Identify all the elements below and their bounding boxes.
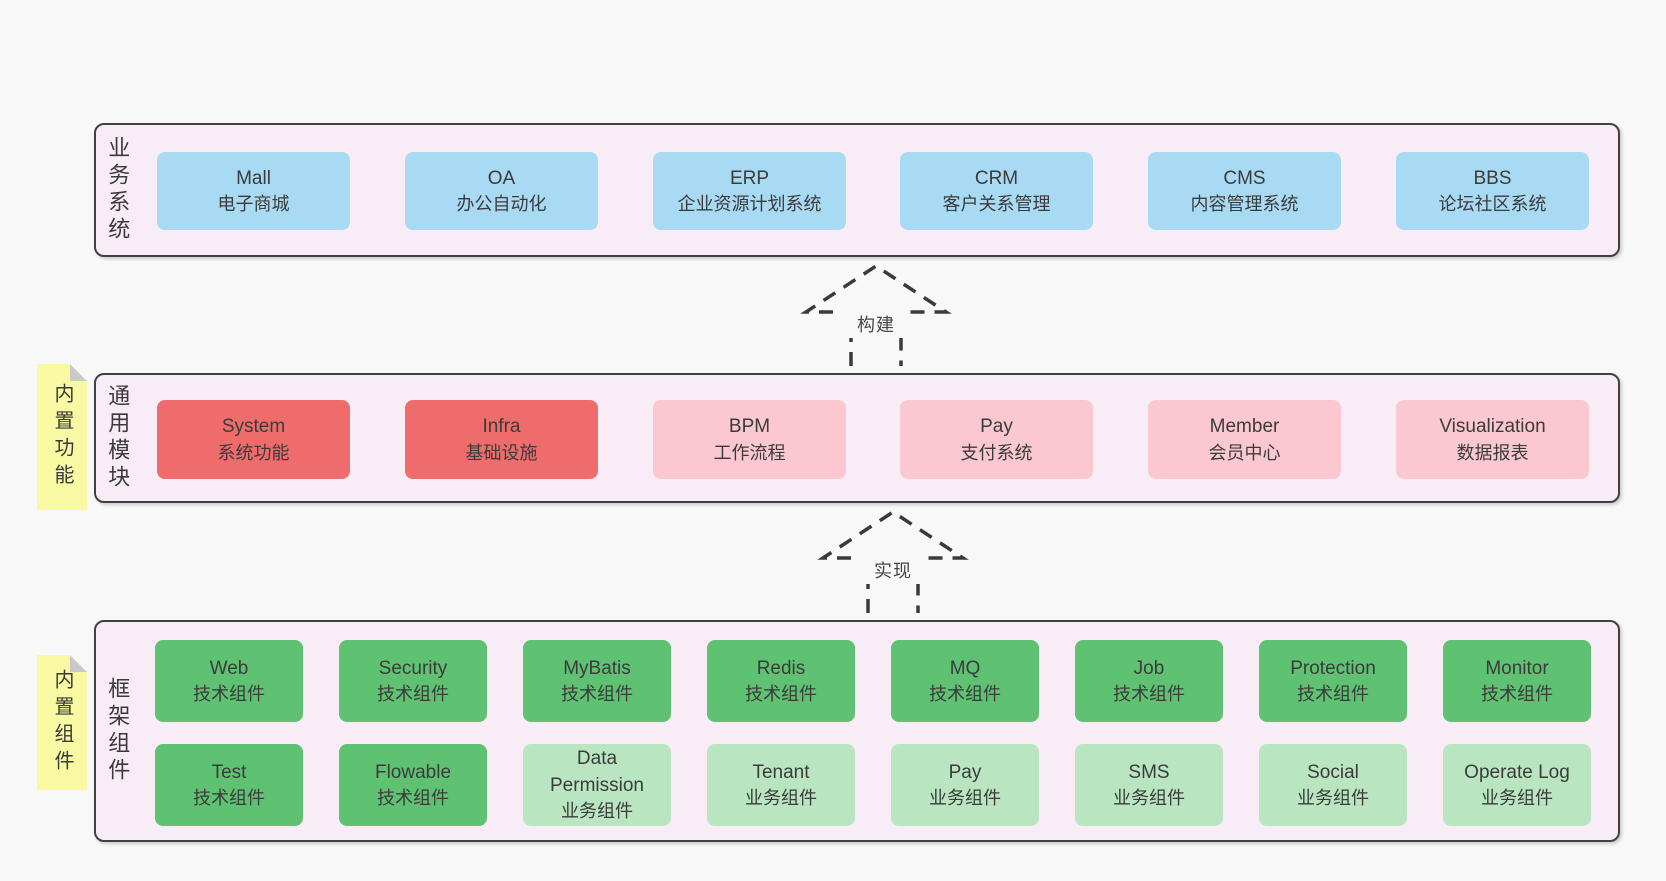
node-title: Web — [209, 657, 249, 679]
node-pay-system: Pay 支付系统 — [900, 400, 1093, 479]
node-title: Redis — [756, 657, 806, 679]
node-title: Pay — [980, 416, 1013, 438]
node-crm: CRM 客户关系管理 — [900, 152, 1093, 230]
node-monitor: Monitor 技术组件 — [1443, 640, 1591, 722]
node-title: ERP — [729, 167, 770, 189]
node-title: Monitor — [1485, 657, 1549, 679]
node-redis: Redis 技术组件 — [707, 640, 855, 722]
node-title: BPM — [728, 416, 771, 438]
node-oa: OA 办公自动化 — [405, 152, 598, 230]
band-business-systems: 业务系统 Mall 电子商城 OA 办公自动化 ERP 企业资源计划系统 CRM… — [94, 123, 1620, 257]
arrow-label-build: 构建 — [842, 310, 910, 338]
node-subtitle: 技术组件 — [745, 684, 817, 705]
band-label-common-modules: 通用模块 — [105, 384, 131, 492]
node-subtitle: 电子商城 — [217, 194, 290, 215]
band-label-framework-components: 框架组件 — [105, 677, 131, 785]
node-title: CRM — [974, 167, 1019, 189]
band-label-business-systems: 业务系统 — [105, 136, 131, 244]
node-subtitle: 技术组件 — [1297, 684, 1369, 705]
node-subtitle: 技术组件 — [193, 788, 265, 809]
node-subtitle: 业务组件 — [1297, 788, 1369, 809]
node-title: Tenant — [752, 761, 810, 783]
node-subtitle: 办公自动化 — [456, 194, 547, 215]
node-subtitle: 业务组件 — [561, 801, 633, 822]
node-title: System — [221, 416, 286, 438]
node-title: Visualization — [1439, 416, 1546, 438]
node-title: Protection — [1290, 657, 1376, 679]
node-subtitle: 系统功能 — [217, 442, 290, 463]
node-protection: Protection 技术组件 — [1259, 640, 1407, 722]
node-operate-log: Operate Log 业务组件 — [1443, 744, 1591, 826]
band-framework-components: 框架组件 Web 技术组件 Security 技术组件 MyBatis 技术组件… — [94, 620, 1620, 842]
node-subtitle: 客户关系管理 — [942, 194, 1051, 215]
sticky-note-builtin-features: 内置功能 — [37, 364, 87, 510]
node-subtitle: 技术组件 — [377, 788, 449, 809]
node-subtitle: 业务组件 — [1113, 788, 1185, 809]
node-erp: ERP 企业资源计划系统 — [653, 152, 846, 230]
node-title: Pay — [948, 761, 982, 783]
node-subtitle: 业务组件 — [745, 788, 817, 809]
node-title: OA — [487, 167, 516, 189]
node-title: CMS — [1223, 167, 1266, 189]
node-subtitle: 技术组件 — [1113, 684, 1185, 705]
node-subtitle: 技术组件 — [1481, 684, 1553, 705]
node-subtitle: 技术组件 — [377, 684, 449, 705]
node-title: Test — [211, 761, 247, 783]
node-subtitle: 企业资源计划系统 — [677, 194, 822, 215]
node-title: Member — [1209, 416, 1280, 438]
node-title: Mall — [236, 167, 271, 189]
node-subtitle: 技术组件 — [193, 684, 265, 705]
node-subtitle: 工作流程 — [713, 442, 786, 463]
node-visualization: Visualization 数据报表 — [1396, 400, 1589, 479]
node-title: Flowable — [374, 761, 452, 783]
node-job: Job 技术组件 — [1075, 640, 1223, 722]
node-tenant: Tenant 业务组件 — [707, 744, 855, 826]
node-title: MQ — [949, 657, 981, 679]
node-title: Infra — [482, 416, 521, 438]
node-infra: Infra 基础设施 — [405, 400, 598, 479]
node-title: Operate Log — [1464, 761, 1570, 783]
band-common-modules: 通用模块 System 系统功能 Infra 基础设施 BPM 工作流程 Pay… — [94, 373, 1620, 503]
node-subtitle: 技术组件 — [929, 684, 1001, 705]
node-subtitle: 基础设施 — [465, 442, 538, 463]
node-test: Test 技术组件 — [155, 744, 303, 826]
node-subtitle: 数据报表 — [1456, 442, 1529, 463]
node-cms: CMS 内容管理系统 — [1148, 152, 1341, 230]
sticky-note-text: 内置组件 — [51, 668, 73, 777]
node-title: SMS — [1128, 761, 1170, 783]
node-subtitle: 会员中心 — [1208, 442, 1281, 463]
node-subtitle: 论坛社区系统 — [1438, 194, 1547, 215]
node-system: System 系统功能 — [157, 400, 350, 479]
sticky-note-builtin-components: 内置组件 — [37, 655, 87, 790]
node-mybatis: MyBatis 技术组件 — [523, 640, 671, 722]
node-subtitle: 支付系统 — [960, 442, 1033, 463]
node-web: Web 技术组件 — [155, 640, 303, 722]
node-title: BBS — [1473, 167, 1512, 189]
node-title: Security — [378, 657, 448, 679]
node-title: Job — [1133, 657, 1165, 679]
node-security: Security 技术组件 — [339, 640, 487, 722]
node-bpm: BPM 工作流程 — [653, 400, 846, 479]
node-mall: Mall 电子商城 — [157, 152, 350, 230]
note-fold-icon — [70, 655, 87, 672]
node-mq: MQ 技术组件 — [891, 640, 1039, 722]
node-subtitle: 业务组件 — [929, 788, 1001, 809]
node-member: Member 会员中心 — [1148, 400, 1341, 479]
node-sms: SMS 业务组件 — [1075, 744, 1223, 826]
node-title: MyBatis — [563, 657, 631, 679]
node-social: Social 业务组件 — [1259, 744, 1407, 826]
node-data-permission: Data Permission 业务组件 — [523, 744, 671, 826]
arrow-label-implement: 实现 — [859, 556, 927, 584]
node-bbs: BBS 论坛社区系统 — [1396, 152, 1589, 230]
node-subtitle: 内容管理系统 — [1190, 194, 1299, 215]
node-subtitle: 技术组件 — [561, 684, 633, 705]
sticky-note-text: 内置功能 — [51, 383, 73, 491]
node-title: Data Permission — [550, 748, 644, 796]
node-subtitle: 业务组件 — [1481, 788, 1553, 809]
node-pay-component: Pay 业务组件 — [891, 744, 1039, 826]
node-title: Social — [1307, 761, 1359, 783]
note-fold-icon — [70, 364, 87, 381]
node-flowable: Flowable 技术组件 — [339, 744, 487, 826]
